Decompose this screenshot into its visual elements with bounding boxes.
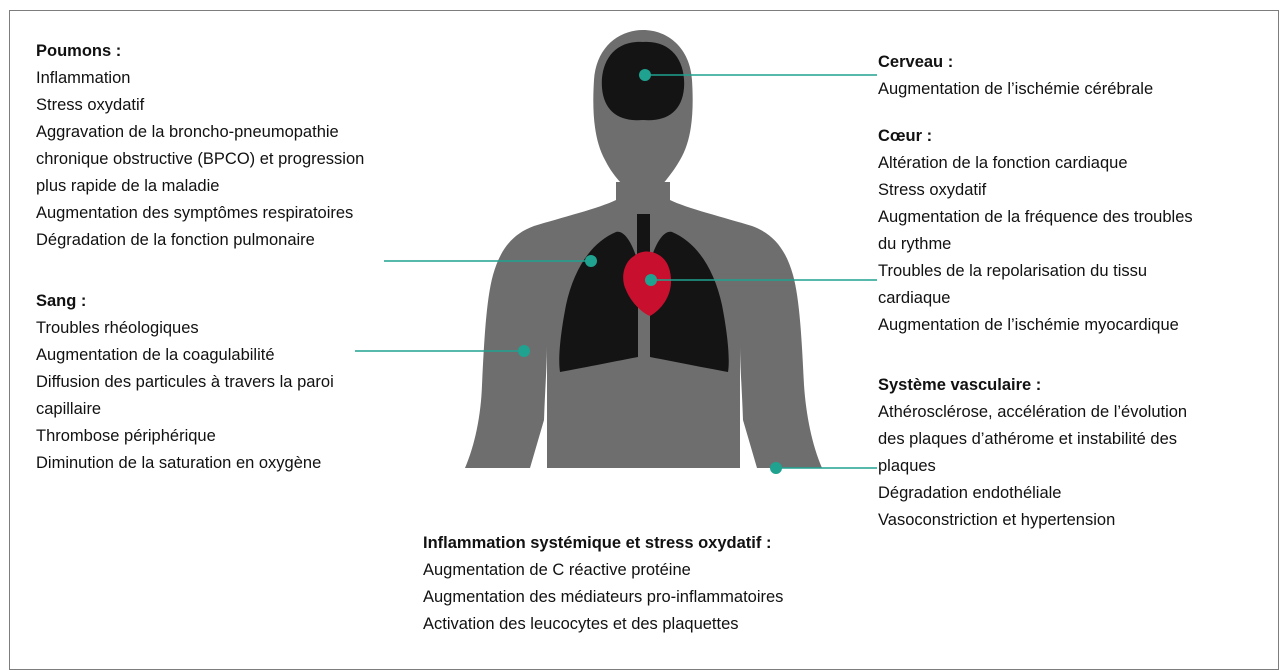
trachea — [637, 214, 650, 254]
heart-item: Augmentation de la fréquence des trouble… — [878, 204, 1193, 231]
dot-blood — [518, 345, 530, 357]
brain-panel: Cerveau : Augmentation de l’ischémie cér… — [878, 49, 1153, 103]
dot-lungs — [585, 255, 597, 267]
dot-vascular — [770, 462, 782, 474]
brain-title: Cerveau : — [878, 49, 1153, 76]
vascular-item: Athérosclérose, accélération de l’évolut… — [878, 399, 1187, 426]
dot-brain — [639, 69, 651, 81]
lungs-item: Augmentation des symptômes respiratoires — [36, 200, 364, 227]
systemic-item: Augmentation de C réactive protéine — [423, 557, 783, 584]
brain — [602, 42, 684, 120]
systemic-item: Activation des leucocytes et des plaquet… — [423, 611, 783, 638]
blood-item: Troubles rhéologiques — [36, 315, 334, 342]
systemic-item: Augmentation des médiateurs pro-inflamma… — [423, 584, 783, 611]
dot-heart — [645, 274, 657, 286]
heart-item: du rythme — [878, 231, 1193, 258]
lungs-item: Inflammation — [36, 65, 364, 92]
vascular-item: plaques — [878, 453, 1187, 480]
blood-item: Augmentation de la coagulabilité — [36, 342, 334, 369]
vascular-title: Système vasculaire : — [878, 372, 1187, 399]
heart-item: Altération de la fonction cardiaque — [878, 150, 1193, 177]
lungs-item: chronique obstructive (BPCO) et progress… — [36, 146, 364, 173]
brain-item: Augmentation de l’ischémie cérébrale — [878, 76, 1153, 103]
lungs-title: Poumons : — [36, 38, 364, 65]
blood-item: capillaire — [36, 396, 334, 423]
lungs-item: plus rapide de la maladie — [36, 173, 364, 200]
lungs-item: Dégradation de la fonction pulmonaire — [36, 227, 364, 254]
lungs-panel: Poumons : Inflammation Stress oxydatif A… — [36, 38, 364, 254]
blood-title: Sang : — [36, 288, 334, 315]
heart-panel: Cœur : Altération de la fonction cardiaq… — [878, 123, 1193, 339]
heart-item: Stress oxydatif — [878, 177, 1193, 204]
lungs-item: Aggravation de la broncho-pneumopathie — [36, 119, 364, 146]
blood-item: Diffusion des particules à travers la pa… — [36, 369, 334, 396]
blood-item: Diminution de la saturation en oxygène — [36, 450, 334, 477]
blood-item: Thrombose périphérique — [36, 423, 334, 450]
vascular-item: Vasoconstriction et hypertension — [878, 507, 1187, 534]
heart-item: cardiaque — [878, 285, 1193, 312]
blood-panel: Sang : Troubles rhéologiques Augmentatio… — [36, 288, 334, 477]
systemic-panel: Inflammation systémique et stress oxydat… — [423, 530, 783, 638]
heart-item: Augmentation de l’ischémie myocardique — [878, 312, 1193, 339]
systemic-title: Inflammation systémique et stress oxydat… — [423, 530, 783, 557]
vascular-item: Dégradation endothéliale — [878, 480, 1187, 507]
heart-item: Troubles de la repolarisation du tissu — [878, 258, 1193, 285]
vascular-item: des plaques d’athérome et instabilité de… — [878, 426, 1187, 453]
heart-title: Cœur : — [878, 123, 1193, 150]
vascular-panel: Système vasculaire : Athérosclérose, acc… — [878, 372, 1187, 534]
lungs-item: Stress oxydatif — [36, 92, 364, 119]
